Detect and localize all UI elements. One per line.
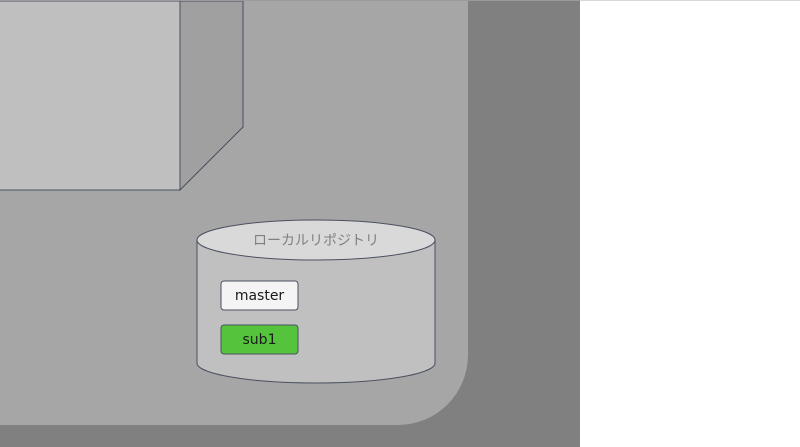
working-directory-box [0,1,244,192]
box-front-face [0,1,181,191]
branch-sub1-label: sub1 [243,332,277,348]
branch-master-label: master [235,288,285,304]
repository-label: ローカルリポジトリ [253,233,379,249]
box-side-face [179,1,244,192]
diagram-svg: ローカルリポジトリ master sub1 [0,1,436,384]
repository-top [196,219,436,261]
branch-sub1-box[interactable] [220,324,299,355]
local-repository: ローカルリポジトリ master sub1 [196,219,436,384]
branch-sub1[interactable]: sub1 [220,324,299,355]
empty-side-panel [580,0,800,447]
branch-master[interactable]: master [220,280,299,311]
branch-master-box[interactable] [220,280,299,311]
repository-body [196,239,436,384]
stage-background: ローカルリポジトリ master sub1 [0,0,580,447]
